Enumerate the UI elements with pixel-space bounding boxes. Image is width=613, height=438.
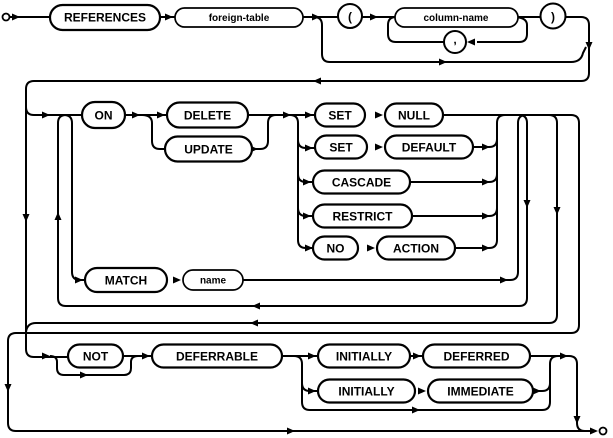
node-comma: , [443,30,467,54]
node-null: NULL [383,102,445,128]
node-deferred: DEFERRED [421,343,532,369]
node-initially-immediate-initially: INITIALLY [316,378,417,404]
node-references: REFERENCES [48,3,162,32]
node-immediate-label: IMMEDIATE [447,384,513,398]
node-default-label: DEFAULT [402,140,457,154]
node-initially-deferred-initially: INITIALLY [316,343,412,369]
node-foreign-table-label: foreign-table [209,13,270,24]
node-default: DEFAULT [383,134,475,160]
node-no-label: NO [327,241,345,255]
node-set2-label: SET [329,140,353,154]
connector-paths [7,16,594,432]
node-immediate: IMMEDIATE [426,378,535,404]
node-delete: DELETE [165,101,250,129]
node-lparen-label: ( [348,10,352,24]
node-delete-label: DELETE [184,108,231,122]
node-rparen: ) [539,2,567,30]
node-name-label: name [200,276,227,287]
node-on: ON [80,100,127,130]
start-terminal [1,12,11,22]
node-column-name: column-name [394,7,519,28]
node-cascade: CASCADE [311,169,412,195]
node-action-label: ACTION [393,241,439,255]
node-rparen-label: ) [551,10,555,24]
node-action: ACTION [375,235,457,261]
node-not: NOT [66,343,125,369]
node-cascade-label: CASCADE [332,175,391,189]
node-set1-label: SET [328,108,352,122]
node-update: UPDATE [163,135,254,163]
node-not-label: NOT [83,349,109,363]
node-set-default-set: SET [313,134,369,160]
node-restrict: RESTRICT [311,203,414,229]
node-foreign-table: foreign-table [174,7,304,28]
node-deferrable: DEFERRABLE [150,343,284,369]
node-comma-label: , [453,32,456,46]
node-initially2-label: INITIALLY [338,384,394,398]
node-name: name [182,269,244,291]
node-restrict-label: RESTRICT [333,209,394,223]
node-null-label: NULL [398,108,430,122]
arrowheads [4,13,598,435]
node-references-label: REFERENCES [64,10,146,24]
node-on-label: ON [95,108,113,122]
node-match: MATCH [83,266,169,294]
node-lparen: ( [337,3,363,29]
node-update-label: UPDATE [184,142,232,156]
node-match-label: MATCH [105,273,147,287]
node-set-null-set: SET [313,102,367,128]
node-deferrable-label: DEFERRABLE [176,349,258,363]
end-terminal [598,426,608,436]
node-no: NO [311,235,360,261]
node-initially1-label: INITIALLY [336,349,392,363]
node-column-name-label: column-name [423,13,488,24]
node-deferred-label: DEFERRED [443,349,509,363]
